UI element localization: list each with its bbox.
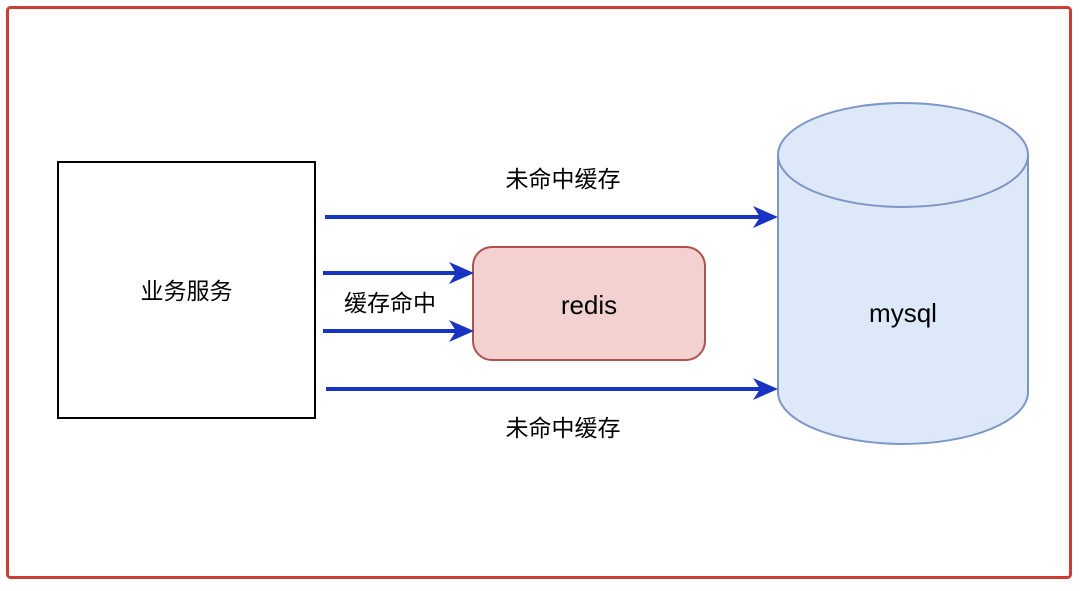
mysql-cylinder-body [777, 102, 1029, 445]
cache-miss-bottom-label: 未命中缓存 [506, 415, 621, 441]
arrow-cache-miss-bottom [326, 378, 778, 400]
redis-label: redis [561, 290, 617, 320]
cache-miss-top-label: 未命中缓存 [506, 166, 621, 192]
arrow-cache-miss-top-head [753, 206, 778, 228]
arrow-cache-hit-upper-head [449, 262, 474, 284]
mysql-label: mysql [869, 298, 937, 328]
arrow-cache-hit-upper [323, 262, 474, 284]
cache-hit-label: 缓存命中 [344, 290, 436, 316]
arrow-cache-miss-bottom-head [753, 378, 778, 400]
service-node-box [57, 161, 316, 419]
arrow-cache-hit-lower [323, 320, 474, 342]
redis-node-box [472, 246, 706, 361]
mysql-node: mysql [777, 102, 1029, 445]
service-node: 业务服务 [57, 161, 316, 419]
arrow-cache-hit-lower-head [449, 320, 474, 342]
redis-node: redis [472, 246, 706, 361]
outer-frame [6, 6, 1072, 579]
service-label: 业务服务 [141, 278, 233, 304]
arrow-cache-miss-top [325, 206, 778, 228]
mysql-cylinder-rim [777, 154, 1029, 208]
